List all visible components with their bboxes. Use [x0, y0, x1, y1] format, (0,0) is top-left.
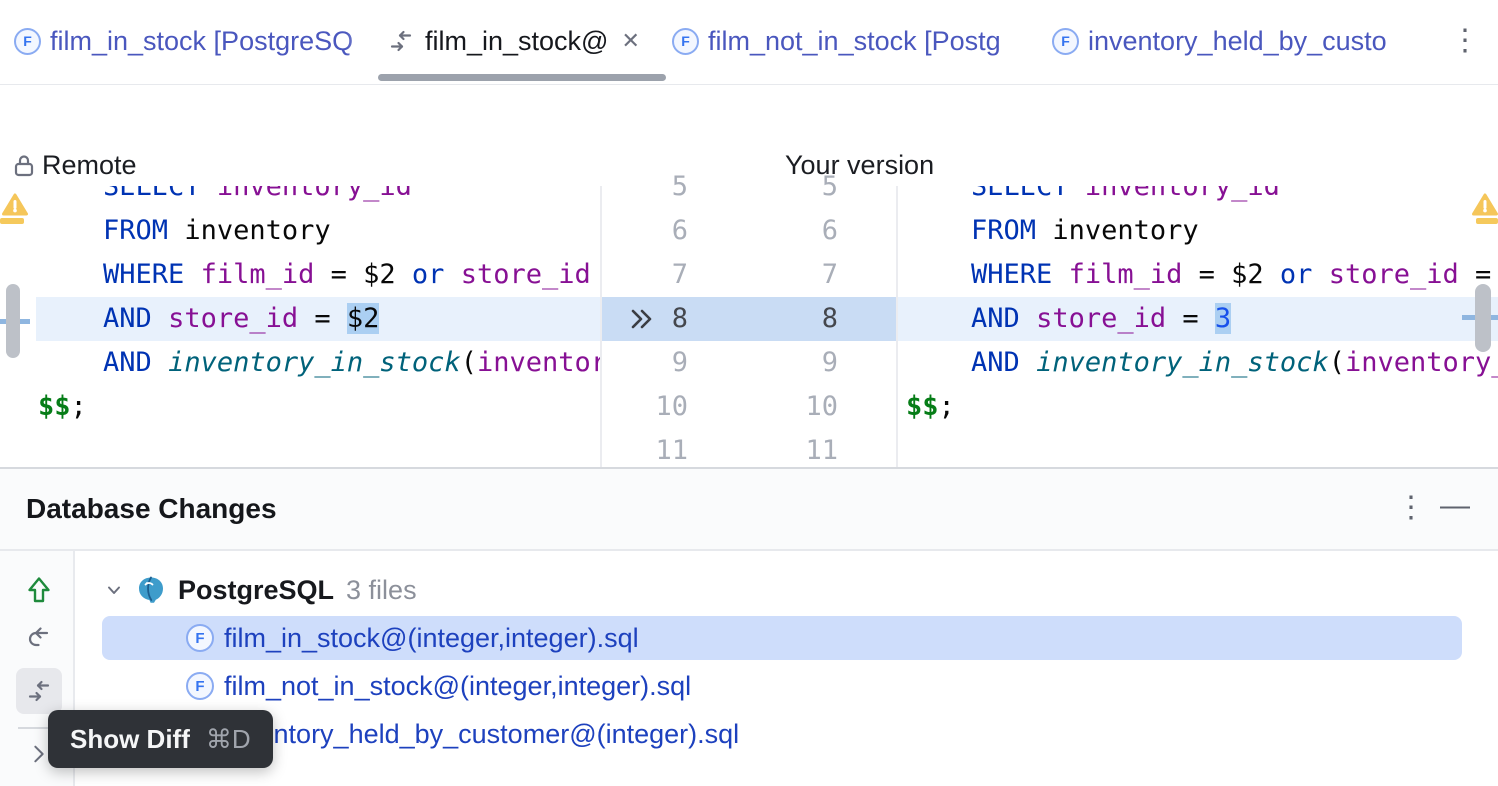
line-number: 8 [821, 303, 838, 334]
line-number: 6 [671, 215, 688, 246]
function-file-icon: F [672, 27, 699, 55]
line-number: 11 [805, 435, 838, 466]
tab-film-in-stock-diff[interactable]: film_in_stock@ ✕ [386, 0, 640, 82]
code-line: AND store_id = 3 [971, 303, 1232, 334]
code-line: FROM inventory [103, 215, 331, 246]
warning-icon[interactable] [2, 193, 28, 216]
tooltip-shortcut: ⌘D [205, 723, 251, 754]
line-number: 8 [671, 303, 688, 334]
file-name: film_in_stock@(integer,integer).sql [224, 622, 639, 653]
diff-icon [28, 680, 50, 702]
tab-options-kebab-icon[interactable]: ⋮ [1450, 24, 1480, 57]
changed-line-band [36, 297, 600, 341]
tab-label: inventory_held_by_custo [1088, 25, 1387, 56]
tree-file-film-not-in-stock[interactable]: F film_not_in_stock@(integer,integer).sq… [186, 664, 691, 708]
diff-toolbar: ↑ ↓ ← → Side-by-side viewer Do not ignor… [0, 85, 1498, 232]
panel-options-kebab-icon[interactable]: ⋮ [1396, 491, 1426, 524]
show-diff-button[interactable] [16, 668, 62, 714]
show-diff-tooltip: Show Diff ⌘D [48, 710, 273, 768]
code-line: $$; [906, 391, 955, 422]
diff-viewer: SELECT inventory_id FROM inventory WHERE… [0, 171, 1498, 469]
minimize-icon[interactable]: — [1440, 489, 1470, 522]
code-line: SELECT inventory_id [971, 186, 1280, 202]
database-changes-header: Database Changes ⋮ — [0, 469, 1498, 551]
line-number: 5 [821, 171, 838, 202]
warning-icon[interactable] [1472, 193, 1498, 216]
line-number: 6 [821, 215, 838, 246]
code-line: $$; [38, 391, 87, 422]
right-scrollbar-thumb[interactable] [1475, 284, 1491, 352]
warning-stripe-mark [0, 218, 24, 224]
tab-inventory-held-by-customer[interactable]: F inventory_held_by_custo [1052, 0, 1448, 82]
line-number: 7 [821, 259, 838, 290]
line-number-gutter: 5 5 6 6 7 7 8 8 9 9 10 10 11 11 [600, 171, 898, 467]
database-changes-panel: PostgreSQL 3 files F film_in_stock@(inte… [0, 551, 1498, 786]
commit-push-icon[interactable] [24, 573, 54, 605]
code-line: AND store_id = $2 [103, 303, 380, 334]
left-pane-title: Remote [42, 150, 137, 180]
code-line: AND inventory_in_stock(inventor [103, 347, 600, 378]
tree-file-film-in-stock[interactable]: F film_in_stock@(integer,integer).sql [186, 616, 639, 660]
line-number: 7 [671, 259, 688, 290]
code-line: WHERE film_id = $2 or store_id [103, 259, 591, 290]
close-icon[interactable]: ✕ [621, 28, 640, 53]
chevron-down-icon[interactable] [104, 580, 124, 600]
editor-tab-bar: F film_in_stock [PostgreSQ film_in_stock… [0, 0, 1498, 86]
function-file-icon: F [186, 672, 214, 700]
line-number: 5 [671, 171, 688, 202]
tooltip-label: Show Diff [70, 723, 190, 754]
tree-group-postgresql[interactable]: PostgreSQL 3 files [104, 568, 417, 612]
your-version-code-pane[interactable]: SELECT inventory_id FROM inventory WHERE… [898, 186, 1498, 467]
tab-label: film_not_in_stock [Postg [708, 25, 1001, 56]
strip-separator [18, 727, 58, 729]
rollback-icon[interactable] [23, 623, 55, 655]
tab-label: film_in_stock@ [425, 25, 609, 56]
tab-film-not-in-stock[interactable]: F film_not_in_stock [Postg [672, 0, 1046, 82]
code-line: SELECT inventory_id [103, 186, 412, 202]
function-file-icon: F [1052, 27, 1079, 55]
active-tab-indicator [378, 74, 666, 81]
line-number: 11 [655, 435, 688, 466]
lock-icon [12, 152, 36, 180]
remote-code-pane[interactable]: SELECT inventory_id FROM inventory WHERE… [0, 186, 600, 467]
diff-pane-titles: Remote Your version [0, 148, 1498, 186]
left-scrollbar-thumb[interactable] [6, 284, 20, 358]
diff-icon [390, 30, 412, 52]
postgresql-icon [136, 575, 166, 605]
right-pane-title: Your version [785, 150, 935, 180]
current-change-chevrons-icon[interactable] [628, 305, 656, 333]
warning-stripe-mark [1476, 218, 1498, 224]
line-number: 9 [671, 347, 688, 378]
code-line: FROM inventory [971, 215, 1199, 246]
function-file-icon: F [186, 624, 214, 652]
chevron-right-icon[interactable] [28, 743, 50, 765]
function-file-icon: F [14, 27, 41, 55]
code-line: WHERE film_id = $2 or store_id = [971, 259, 1492, 290]
tab-film-in-stock-remote[interactable]: F film_in_stock [PostgreSQ [14, 0, 380, 82]
line-number: 10 [805, 391, 838, 422]
panel-title: Database Changes [26, 493, 277, 524]
tab-label: film_in_stock [PostgreSQ [50, 25, 354, 56]
line-number: 9 [821, 347, 838, 378]
selected-row-highlight [102, 616, 1462, 660]
file-name: film_not_in_stock@(integer,integer).sql [224, 670, 692, 701]
code-line: AND inventory_in_stock(inventory_ [971, 347, 1498, 378]
group-name: PostgreSQL [178, 574, 335, 605]
file-name: inventory_held_by_customer@(integer).sql [224, 718, 740, 749]
line-number: 10 [655, 391, 688, 422]
group-file-count: 3 files [346, 574, 417, 605]
changed-line-band [898, 297, 1498, 341]
